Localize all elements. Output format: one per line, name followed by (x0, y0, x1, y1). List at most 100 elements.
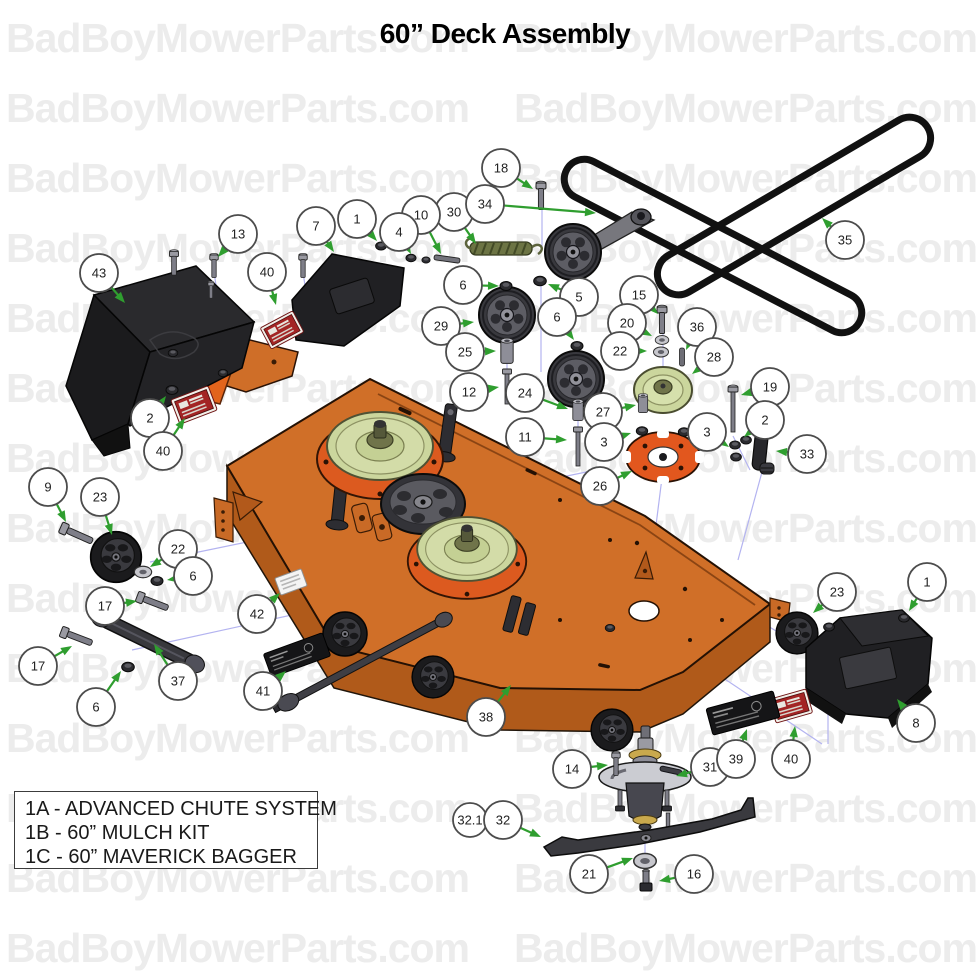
callout-41: 41 (243, 671, 286, 711)
callout-27: 27 (583, 392, 636, 432)
svg-text:39: 39 (729, 752, 743, 767)
svg-text:32: 32 (496, 813, 510, 828)
rotor-disc (622, 430, 704, 484)
callout-26: 26 (580, 466, 632, 506)
svg-text:34: 34 (478, 197, 492, 212)
svg-text:17: 17 (31, 659, 45, 674)
discharge-chute-left (65, 265, 299, 457)
washer-20 (654, 335, 670, 345)
svg-text:21: 21 (582, 867, 596, 882)
watermark-text: BadBoyMowerParts.com (514, 925, 978, 971)
callout-42: 42 (237, 593, 280, 634)
bolt-13b (209, 252, 219, 278)
bolt-7 (298, 252, 308, 278)
callout-40: 40 (143, 418, 185, 471)
callout-33: 33 (776, 434, 827, 474)
callout-18: 18 (481, 148, 533, 189)
svg-text:4: 4 (395, 225, 402, 240)
washer-22 (653, 346, 669, 358)
extension-spring (464, 236, 543, 256)
watermark-text: BadBoyMowerParts.com (6, 155, 470, 201)
washer-22b (133, 565, 153, 579)
svg-text:8: 8 (912, 716, 919, 731)
page-title: 60” Deck Assembly (379, 18, 631, 49)
svg-text:19: 19 (763, 380, 777, 395)
callout-1: 1 (907, 562, 947, 611)
callout-24: 24 (505, 373, 568, 413)
svg-text:11: 11 (518, 430, 532, 445)
callout-43: 43 (79, 253, 125, 303)
callout-34: 34 (465, 184, 596, 224)
svg-text:5: 5 (575, 290, 582, 305)
watermark-text: BadBoyMowerParts.com (514, 15, 978, 61)
callout-6: 6 (443, 265, 499, 305)
badboy-logo (148, 331, 199, 360)
callout-40: 40 (247, 252, 287, 305)
legend-line-1a: 1A - ADVANCED CHUTE SYSTEM (25, 798, 337, 820)
spacer-25 (500, 337, 514, 364)
tensioner-arm (584, 208, 656, 251)
svg-text:40: 40 (156, 444, 170, 459)
callout-12: 12 (449, 372, 499, 412)
svg-text:22: 22 (613, 344, 627, 359)
bolt-18 (535, 180, 547, 210)
callout-11: 11 (505, 417, 567, 457)
svg-text:24: 24 (518, 386, 532, 401)
svg-text:33: 33 (800, 447, 814, 462)
bolt-17a (134, 590, 171, 614)
svg-text:38: 38 (479, 710, 493, 725)
blade-washer-21 (633, 852, 657, 870)
callout-17: 17 (18, 646, 72, 686)
legend-box: 1A - ADVANCED CHUTE SYSTEM 1B - 60” MULC… (14, 791, 337, 869)
deck-brackets (272, 403, 537, 714)
callout-32.1: 32.1 (452, 802, 488, 838)
callout-40: 40 (771, 726, 811, 779)
lift-rod (272, 611, 453, 714)
watermark-text: BadBoyMowerParts.com (6, 715, 470, 761)
callout-14: 14 (552, 749, 608, 789)
svg-text:14: 14 (565, 762, 579, 777)
svg-text:6: 6 (189, 569, 196, 584)
spindle-hole (628, 600, 660, 622)
svg-text:3: 3 (703, 425, 710, 440)
blade-bolt-16 (639, 869, 653, 892)
callout-23: 23 (813, 572, 857, 613)
decals (170, 310, 814, 736)
watermark-text: BadBoyMowerParts.com (6, 925, 470, 971)
deflector-bracket (291, 253, 405, 347)
bolt-15 (656, 304, 668, 334)
svg-text:36: 36 (690, 320, 704, 335)
callout-2: 2 (744, 400, 785, 440)
svg-text:10: 10 (414, 208, 428, 223)
svg-text:6: 6 (92, 700, 99, 715)
svg-text:43: 43 (92, 266, 106, 281)
pin-36 (679, 347, 685, 367)
spacer-24 (572, 398, 584, 422)
svg-text:7: 7 (312, 219, 319, 234)
svg-text:15: 15 (632, 288, 646, 303)
callout-2: 2 (130, 396, 170, 438)
bolt-17b (58, 625, 95, 649)
spec-label-39 (705, 690, 781, 736)
svg-text:31: 31 (703, 760, 717, 775)
nut-6c (150, 576, 164, 586)
svg-text:2: 2 (761, 413, 768, 428)
callout-9: 9 (28, 467, 68, 522)
svg-text:1: 1 (353, 212, 360, 227)
spindle-pulley-exploded (633, 366, 693, 414)
svg-text:20: 20 (620, 316, 634, 331)
svg-text:22: 22 (171, 542, 185, 557)
left-spindle-pulley (316, 411, 444, 500)
svg-text:2: 2 (146, 411, 153, 426)
svg-text:30: 30 (447, 205, 461, 220)
callout-13: 13 (218, 214, 258, 257)
svg-text:3: 3 (600, 435, 607, 450)
svg-text:29: 29 (434, 319, 448, 334)
svg-text:42: 42 (250, 607, 264, 622)
callout-25: 25 (445, 332, 496, 372)
callout-36: 36 (677, 307, 717, 350)
nut-2 (165, 385, 179, 395)
svg-text:28: 28 (707, 350, 721, 365)
callout-16: 16 (659, 854, 714, 894)
